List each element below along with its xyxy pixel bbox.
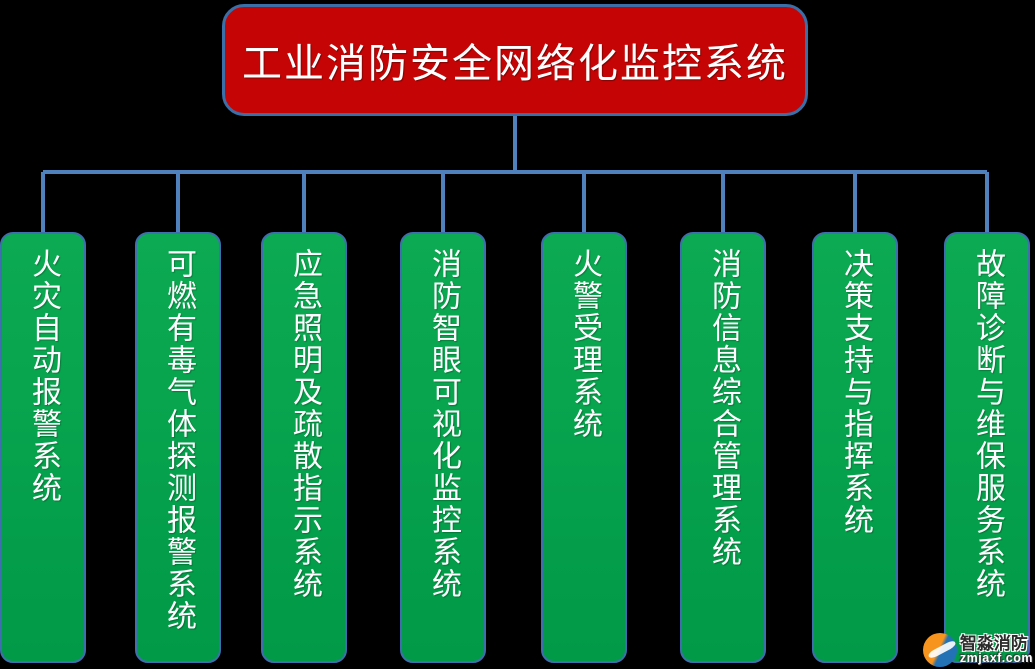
branch-node-label: 应急照明及疏散指示系统 xyxy=(288,248,321,600)
branch-node-label: 消防信息综合管理系统 xyxy=(707,248,740,568)
branch-node-label: 消防智眼可视化监控系统 xyxy=(427,248,460,600)
brand-url: zmjaxf.com xyxy=(959,651,1033,666)
branch-node-visual-monitoring: 消防智眼可视化监控系统 xyxy=(400,232,486,663)
branch-node-info-management: 消防信息综合管理系统 xyxy=(680,232,766,663)
branch-node-emergency-lighting: 应急照明及疏散指示系统 xyxy=(261,232,347,663)
root-node: 工业消防安全网络化监控系统 xyxy=(222,4,808,116)
root-node-label: 工业消防安全网络化监控系统 xyxy=(242,41,788,86)
brand-name: 智淼消防 xyxy=(959,633,1028,653)
watermark-text: 智淼消防 zmjaxf.com xyxy=(959,633,1033,666)
swirl-bird-logo-icon xyxy=(922,633,957,667)
watermark: 智淼消防 zmjaxf.com xyxy=(922,633,1033,667)
branch-node-label: 决策支持与指挥系统 xyxy=(839,248,872,536)
branch-node-label: 火灾自动报警系统 xyxy=(27,248,60,504)
branch-node-fire-auto-alarm: 火灾自动报警系统 xyxy=(0,232,86,663)
branch-node-label: 故障诊断与维保服务系统 xyxy=(971,248,1004,600)
branch-node-label: 可燃有毒气体探测报警系统 xyxy=(162,248,195,632)
branch-node-decision-support: 决策支持与指挥系统 xyxy=(812,232,898,663)
branch-node-gas-detection: 可燃有毒气体探测报警系统 xyxy=(135,232,221,663)
branch-node-alarm-acceptance: 火警受理系统 xyxy=(541,232,627,663)
branch-node-fault-diagnosis: 故障诊断与维保服务系统 xyxy=(944,232,1030,663)
branch-node-label: 火警受理系统 xyxy=(568,248,601,440)
